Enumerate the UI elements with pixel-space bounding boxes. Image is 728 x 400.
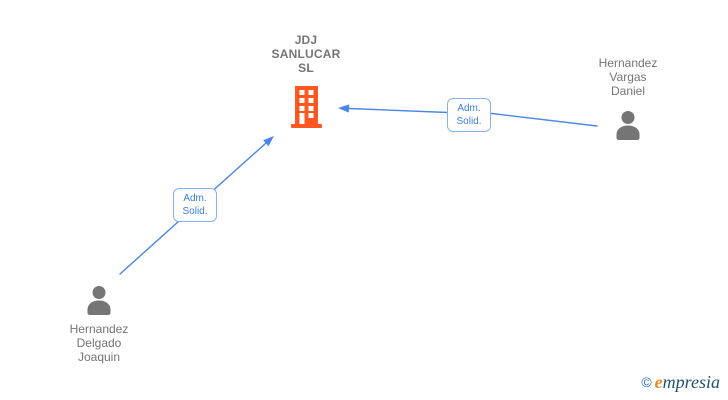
copyright-icon: © bbox=[641, 374, 652, 390]
empresia-logo-initial: e bbox=[654, 372, 663, 392]
company-name: JDJ SANLUCAR SL bbox=[271, 33, 341, 75]
person-node-hernandez-delgado-joaquin[interactable]: Hernandez Delgado Joaquin bbox=[29, 285, 169, 364]
person-icon bbox=[616, 111, 640, 140]
empresia-logo-text: mpresia bbox=[662, 372, 720, 392]
person-icon bbox=[87, 286, 111, 315]
empresia-watermark: ©empresia bbox=[641, 372, 720, 393]
person-name: Hernandez Vargas Daniel bbox=[598, 56, 658, 98]
building-icon bbox=[290, 86, 322, 128]
edge-label-adm-solid: Adm. Solid. bbox=[173, 188, 217, 222]
arrowhead-icon bbox=[338, 104, 350, 113]
arrowhead-icon bbox=[263, 136, 274, 147]
person-name: Hernandez Delgado Joaquin bbox=[69, 322, 129, 364]
edge-label-adm-solid: Adm. Solid. bbox=[447, 98, 491, 132]
company-node-jdj-sanlucar-sl[interactable]: JDJ SANLUCAR SL bbox=[236, 33, 376, 128]
person-node-hernandez-vargas-daniel[interactable]: Hernandez Vargas Daniel bbox=[558, 56, 698, 140]
